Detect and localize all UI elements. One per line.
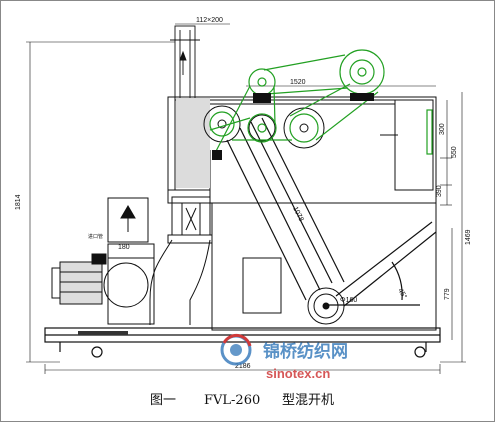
dim-390: 390 [436,185,443,197]
dim-180: 180 [118,244,130,251]
watermark: 锦桥纺织网 sinotex.cn [220,333,348,381]
caption-figure: 图一 [150,393,176,408]
watermark-en: sinotex.cn [266,366,330,381]
dim-duct: 112×200 [196,17,223,24]
dim-779: 779 [444,288,451,300]
dim-300: 300 [439,123,446,135]
base-rail [78,331,128,335]
caption-name: 型混开机 [282,393,334,408]
caption: 图一 FVL-260 型混开机 [150,393,334,408]
dim-1814: 1814 [15,194,22,210]
motor-bracket [253,93,271,103]
caption-model: FVL-260 [204,393,260,408]
dim-1469: 1469 [465,229,472,245]
main-body [167,96,437,204]
top-bracket [350,93,374,101]
bottom-pulley [307,287,345,325]
watermark-cn: 锦桥纺织网 [263,341,348,361]
small-block [212,150,222,160]
fan-duct [107,196,213,325]
dim-550: 550 [451,146,458,158]
dim-2186: 2186 [235,363,251,370]
dim-pulley: Φ160 [340,297,357,304]
belt-housing [226,117,437,307]
dim-1520: 1520 [290,79,306,86]
lower-cabinet [211,202,437,331]
fan-motor-assembly [51,243,155,325]
dimension-lines [26,23,466,374]
small-tag: 进口管 [88,233,103,240]
top-inlet-duct [170,25,200,101]
